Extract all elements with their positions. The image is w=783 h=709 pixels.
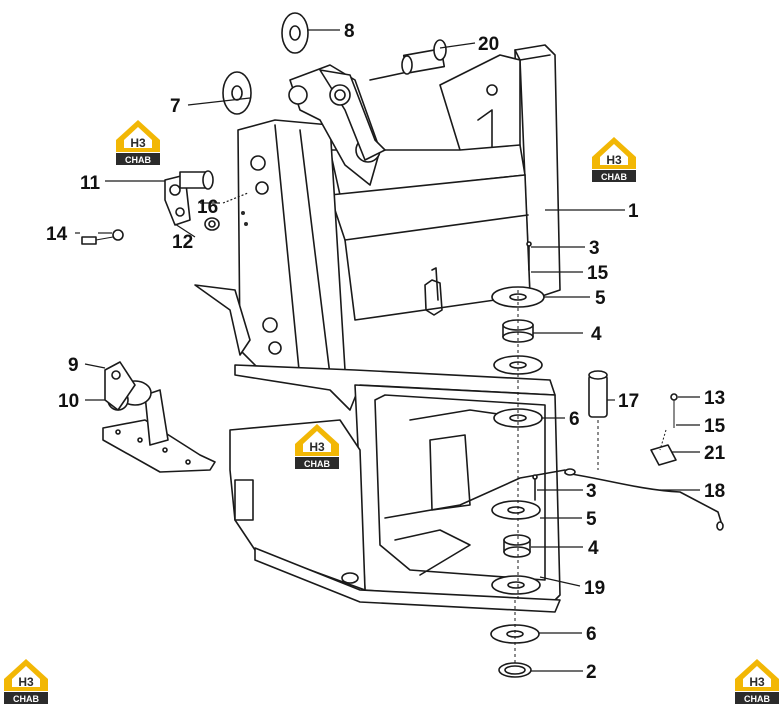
callout-3-lower: 3	[586, 481, 597, 502]
callout-5-upper: 5	[595, 288, 606, 309]
logo-mark-text: H3	[606, 153, 622, 167]
callout-12: 12	[172, 232, 193, 253]
logo-word-text: CHAB	[13, 694, 39, 704]
callout-1: 1	[628, 201, 639, 222]
callout-21: 21	[704, 443, 726, 464]
callout-17: 17	[618, 391, 639, 412]
logo-mark-text: H3	[749, 675, 765, 689]
callout-18: 18	[704, 481, 725, 502]
callout-5-lower: 5	[586, 509, 597, 530]
logo-word-text: CHAB	[744, 694, 770, 704]
callout-19: 19	[584, 578, 605, 599]
watermark-logo-bottom-left: H3 CHAB	[0, 657, 52, 707]
leader-lines	[75, 29, 700, 672]
callout-11: 11	[80, 173, 101, 194]
bushing-stack-drawing	[490, 286, 545, 678]
callout-10: 10	[58, 391, 79, 412]
watermark-logo-bottom-right: H3 CHAB	[731, 657, 783, 707]
callout-9: 9	[68, 355, 79, 376]
callout-4-lower: 4	[588, 538, 599, 559]
callout-6-lower: 6	[586, 624, 597, 645]
callout-2: 2	[586, 662, 597, 683]
logo-mark-text: H3	[18, 675, 34, 689]
callout-20: 20	[478, 34, 499, 55]
callout-13: 13	[704, 388, 725, 409]
washers-and-pin-drawing	[222, 12, 447, 115]
callout-15-lower: 15	[704, 416, 726, 437]
watermark-logo-upper-right: H3 CHAB	[588, 135, 640, 185]
callout-4-upper: 4	[591, 324, 602, 345]
callout-3-upper: 3	[589, 238, 600, 259]
pin-plate-assembly-drawing	[81, 170, 248, 245]
watermark-logo-upper-left: H3 CHAB	[112, 118, 164, 168]
callout-16: 16	[197, 197, 218, 218]
logo-word-text: CHAB	[125, 155, 151, 165]
left-foot-bracket-drawing	[102, 361, 216, 473]
watermark-logo-center: H3 CHAB	[291, 422, 343, 472]
callout-6-upper: 6	[569, 409, 580, 430]
callout-7: 7	[170, 96, 181, 117]
logo-word-text: CHAB	[304, 459, 330, 469]
callout-14: 14	[46, 224, 68, 245]
callout-15-upper: 15	[587, 263, 609, 284]
callout-8: 8	[344, 21, 355, 42]
logo-mark-text: H3	[309, 440, 325, 454]
hose-and-fittings-drawing	[384, 241, 724, 531]
logo-word-text: CHAB	[601, 172, 627, 182]
logo-mark-text: H3	[130, 136, 146, 150]
callout-labels: 1 2 3 3 4 4 5 5 6 6 7 8 9 10 11 12 13 14…	[46, 21, 726, 683]
